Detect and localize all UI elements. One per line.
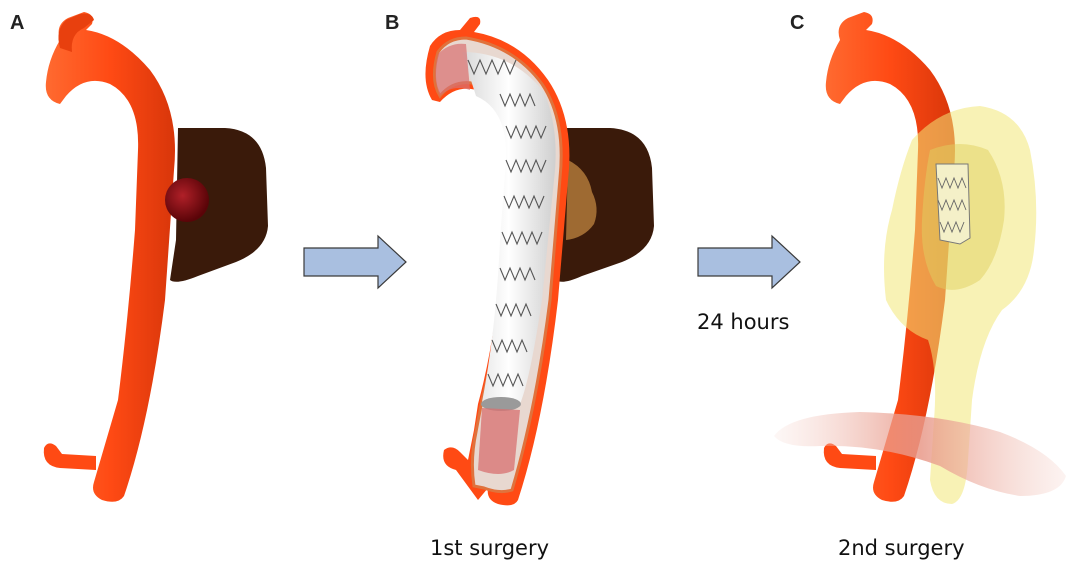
caption-2nd-surgery: 2nd surgery: [838, 536, 965, 560]
panel-a-lower-branch: [44, 443, 96, 470]
panel-c-stent-segment: [936, 164, 970, 244]
panel-b-distal-lumen: [478, 408, 520, 474]
caption-1st-surgery: 1st surgery: [430, 536, 549, 560]
arrow-2: [698, 236, 800, 288]
panel-a-aneurysm: [165, 178, 209, 222]
arrow-1: [304, 236, 406, 288]
panel-c-tissue-layer: [774, 412, 1066, 496]
panel-c-aorta-diagram: [774, 12, 1066, 504]
arrow-label-24-hours: 24 hours: [697, 310, 789, 334]
panel-a-aorta-diagram: [44, 12, 268, 502]
panel-b-stent-diagram: [425, 17, 654, 505]
panel-a-aortic-arch: [46, 12, 175, 502]
